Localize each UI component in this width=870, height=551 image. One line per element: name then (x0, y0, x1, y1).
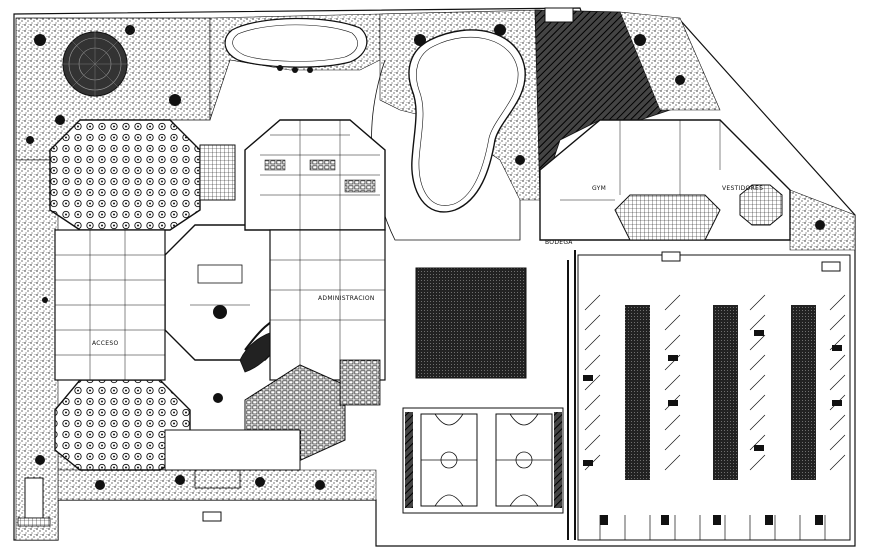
small-center-label: ACCESO (92, 340, 119, 347)
lower-hall (54, 379, 191, 471)
access-road (567, 250, 576, 540)
admin-label: ADMINISTRACION (318, 295, 375, 302)
admin-block: ADMINISTRACION (269, 229, 386, 381)
pond-edge (232, 24, 358, 62)
plaza-square (415, 267, 527, 379)
swimming-pool (408, 29, 526, 213)
gatehouse (17, 477, 51, 527)
gym-building: GYM VESTIDORES BODEGA (539, 119, 791, 246)
sports-courts (402, 407, 564, 514)
right-room-label: VESTIDORES (722, 185, 763, 192)
left-wing-rooms: ACCESO (54, 229, 166, 381)
parking-lot (577, 254, 851, 541)
street-cars (202, 251, 841, 522)
pool-edge (416, 36, 519, 206)
north-symbol (544, 7, 574, 23)
pond (224, 17, 368, 68)
service-wing (244, 119, 386, 231)
entrance-court (164, 393, 301, 489)
round-pavilion (62, 31, 128, 97)
service-label: BODEGA (545, 239, 573, 246)
trees (26, 24, 825, 490)
dining-hall (49, 119, 201, 231)
stairs (199, 144, 236, 201)
gym-label: GYM (592, 185, 606, 192)
